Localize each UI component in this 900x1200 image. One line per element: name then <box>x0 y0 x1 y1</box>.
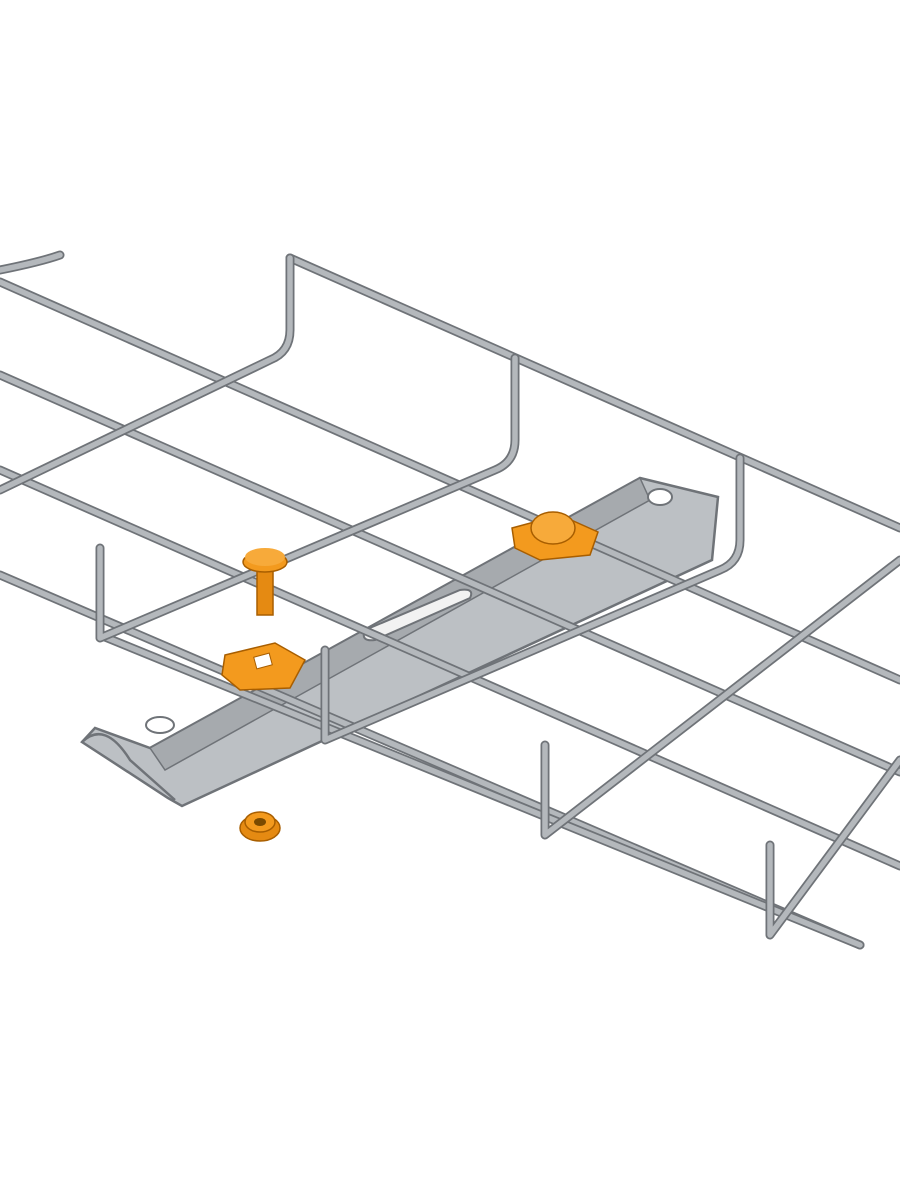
wire <box>97 632 863 948</box>
wire <box>0 467 900 869</box>
wire <box>767 757 900 938</box>
flange-nut-icon <box>239 811 281 842</box>
wire <box>322 455 743 743</box>
wire <box>542 557 900 838</box>
clamp-clip-icon <box>221 642 307 691</box>
wire <box>0 372 900 775</box>
wire <box>287 255 900 531</box>
clamp-clip-icon <box>511 511 599 561</box>
bracket-hole-icon <box>145 716 175 734</box>
bracket-slot-icon <box>362 588 473 642</box>
wire <box>0 252 63 273</box>
wire <box>0 279 900 683</box>
wire <box>0 255 293 493</box>
hardware <box>221 511 599 842</box>
wire-mesh-tray <box>0 250 900 950</box>
bracket-hole-icon <box>647 488 673 506</box>
carriage-bolt-icon <box>242 548 288 616</box>
wire <box>97 355 518 641</box>
